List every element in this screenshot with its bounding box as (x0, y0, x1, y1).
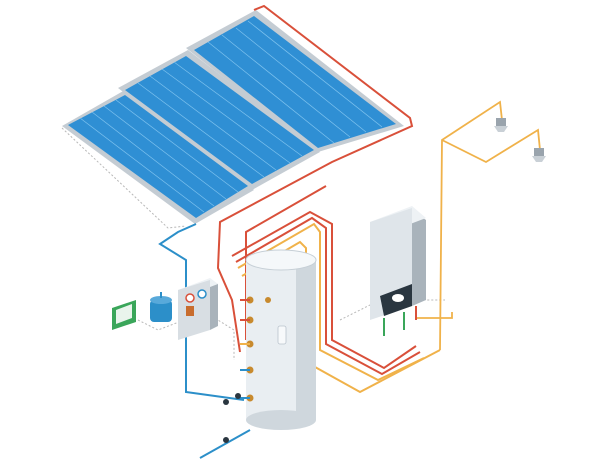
valve-icon (223, 437, 229, 443)
thermostat-icon (112, 300, 136, 330)
controller-gauge-blue (197, 289, 207, 299)
pipe-cold-mains (199, 429, 251, 459)
tank-top (245, 249, 317, 271)
controller-gauge-red (185, 293, 195, 303)
pipe-boiler-return (416, 312, 453, 319)
tank-label-plate (277, 325, 287, 345)
tank-bottom (246, 410, 316, 430)
solar-panel-icon (125, 56, 314, 184)
dhw-distribution (416, 100, 541, 351)
pump-controller-icon (178, 278, 218, 340)
boiler-icon (370, 206, 426, 336)
tank-pipe-stubs (240, 299, 250, 399)
shower-heads (494, 118, 546, 162)
pipe-collector-cold-return (158, 223, 197, 290)
expansion-vessel-icon (150, 292, 172, 322)
valve-icon (223, 399, 229, 405)
boiler-side (412, 210, 426, 306)
pipe-controller-to-tank (185, 330, 245, 401)
pipe-shower-branch (441, 128, 541, 164)
solar-collectors (62, 10, 404, 224)
valve-icon (235, 393, 241, 399)
wire-collector-sensor (61, 127, 187, 229)
pipe-tank-boiler-red-1 (231, 210, 417, 370)
boiler-display (392, 294, 404, 302)
pipe-tank-boiler-red-2 (235, 216, 421, 376)
collector-grid (79, 20, 383, 213)
controller-pump (186, 306, 194, 316)
cylinder-tank-icon (240, 249, 317, 430)
solar-cold-loop (158, 223, 251, 459)
valves (223, 393, 241, 443)
controller-side (210, 280, 218, 330)
shower-icon (532, 148, 546, 162)
shower-icon (494, 118, 508, 132)
pipe-boiler-to-showers (439, 100, 503, 351)
tank-shade (296, 260, 316, 420)
solar-panel-icon (194, 16, 396, 148)
pipe-tank-boiler-yellow-1 (237, 222, 425, 382)
solar-panel-icon (68, 95, 248, 218)
pipe-collector-hot-flow (216, 4, 414, 353)
